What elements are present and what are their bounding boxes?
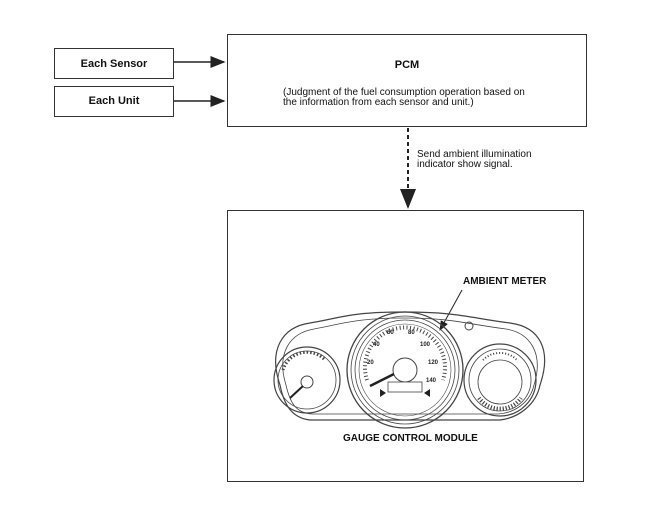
ambient-meter-pointer xyxy=(439,289,463,331)
speedo-tick-140: 140 xyxy=(426,378,437,384)
speedo-tick-100: 100 xyxy=(420,342,431,348)
signal-text-line2: indicator show signal. xyxy=(417,159,513,170)
speedo-tick-20: 20 xyxy=(367,360,374,366)
gauge-control-module-box: AMBIENT METER GAUGE CONTROL MODULE xyxy=(227,210,584,482)
ambient-meter-label: AMBIENT METER xyxy=(463,276,547,287)
pcm-title: PCM xyxy=(394,59,420,71)
speedo-tick-120: 120 xyxy=(428,360,439,366)
pcm-description-line1: (Judgment of the fuel consumption operat… xyxy=(283,87,525,98)
speedo-tick-40: 40 xyxy=(373,342,380,348)
gauge-control-module-label: GAUGE CONTROL MODULE xyxy=(343,433,478,444)
each-unit-label: Each Unit xyxy=(88,95,140,107)
each-unit-box: Each Unit xyxy=(54,86,174,117)
speedometer-tick-labels: 20 40 60 80 100 120 140 xyxy=(367,330,439,384)
signal-text-line1: Send ambient illumination xyxy=(417,149,532,160)
pcm-box: PCM (Judgment of the fuel consumption op… xyxy=(227,34,587,127)
each-sensor-box: Each Sensor xyxy=(54,48,174,79)
instrument-cluster xyxy=(273,311,546,429)
speedo-tick-60: 60 xyxy=(387,330,394,336)
pcm-description-line2: the information from each sensor and uni… xyxy=(283,97,474,108)
each-sensor-label: Each Sensor xyxy=(80,58,148,70)
speedo-tick-80: 80 xyxy=(408,330,415,336)
